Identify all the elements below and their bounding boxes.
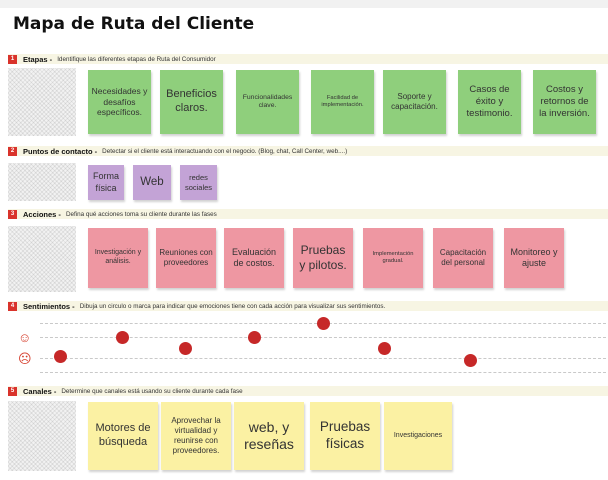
emotion-dot[interactable] [53, 350, 67, 364]
section-header-sentimientos: 4 Sentimientos - Dibuja un circulo o mar… [8, 301, 608, 311]
etapa-note[interactable]: Facilidad de implementación. [311, 70, 374, 134]
emotion-guide-line [40, 358, 606, 359]
section-header-puntos-de-contacto: 2 Puntos de contacto - Detectar si el cl… [8, 146, 608, 156]
section-description: Detectar si el cliente está interactuand… [102, 147, 348, 155]
etapa-note[interactable]: Necesidades y desafíos específicos. [88, 70, 151, 134]
emotion-guide-line [40, 337, 606, 338]
section-title: Canales - [23, 386, 57, 396]
section-description: Defina qué acciones toma su cliente dura… [65, 210, 217, 218]
canal-note[interactable]: Investigaciones [384, 402, 452, 470]
section-number: 3 [8, 209, 17, 219]
canal-note[interactable]: web, y reseñas [234, 402, 304, 470]
section-title: Etapas - [23, 54, 53, 64]
section-title: Acciones - [23, 209, 61, 219]
accion-note[interactable]: Pruebas y pilotos. [293, 228, 353, 288]
section-title: Puntos de contacto - [23, 146, 98, 156]
top-bar [0, 0, 608, 8]
emotion-dot[interactable] [316, 316, 330, 330]
punto-contacto-note[interactable]: redes sociales [180, 165, 217, 200]
section-number: 5 [8, 386, 17, 396]
section-number: 1 [8, 54, 17, 64]
punto-contacto-note[interactable]: Forma física [88, 165, 124, 200]
punto-contacto-note[interactable]: Web [133, 165, 171, 200]
emotion-dot[interactable] [463, 354, 477, 368]
section-number: 2 [8, 146, 17, 156]
accion-note[interactable]: Evaluación de costos. [224, 228, 284, 288]
etapa-note[interactable]: Funcionalidades clave. [236, 70, 299, 134]
canal-note[interactable]: Motores de búsqueda [88, 402, 158, 470]
canal-note[interactable]: Aprovechar la virtualidad y reunirse con… [161, 402, 231, 470]
hatched-placeholder [8, 226, 76, 292]
section-title: Sentimientos - [23, 301, 75, 311]
accion-note[interactable]: Capacitación del personal [433, 228, 493, 288]
etapa-note[interactable]: Beneficios claros. [160, 70, 223, 134]
emotion-dot[interactable] [178, 341, 192, 355]
hatched-placeholder [8, 401, 76, 471]
etapa-note[interactable]: Casos de éxito y testimonio. [458, 70, 521, 134]
accion-note[interactable]: Investigación y análisis. [88, 228, 148, 288]
section-description: Determine que canales está usando su cli… [61, 387, 243, 395]
hatched-placeholder [8, 68, 76, 136]
section-header-canales: 5 Canales - Determine que canales está u… [8, 386, 608, 396]
smile-icon: ☺ [18, 330, 32, 345]
section-number: 4 [8, 301, 17, 311]
emotion-guide-line [40, 372, 606, 373]
page-title: Mapa de Ruta del Cliente [13, 14, 255, 34]
emotion-dot[interactable] [115, 331, 129, 345]
section-header-etapas: 1 Etapas - Identifique las diferentes et… [8, 54, 608, 64]
accion-note[interactable]: Monitoreo y ajuste [504, 228, 564, 288]
frown-icon: ☹ [18, 351, 32, 366]
hatched-placeholder [8, 163, 76, 201]
etapa-note[interactable]: Costos y retornos de la inversión. [533, 70, 596, 134]
accion-note[interactable]: Implementación gradual. [363, 228, 423, 288]
accion-note[interactable]: Reuniones con proveedores [156, 228, 216, 288]
section-description: Identifique las diferentes etapas de Rut… [57, 55, 216, 63]
etapa-note[interactable]: Soporte y capacitación. [383, 70, 446, 134]
canal-note[interactable]: Pruebas físicas [310, 402, 380, 470]
section-header-acciones: 3 Acciones - Defina qué acciones toma su… [8, 209, 608, 219]
section-description: Dibuja un circulo o marca para indicar q… [79, 302, 386, 310]
emotion-dot[interactable] [377, 341, 391, 355]
emotion-dot[interactable] [247, 331, 261, 345]
